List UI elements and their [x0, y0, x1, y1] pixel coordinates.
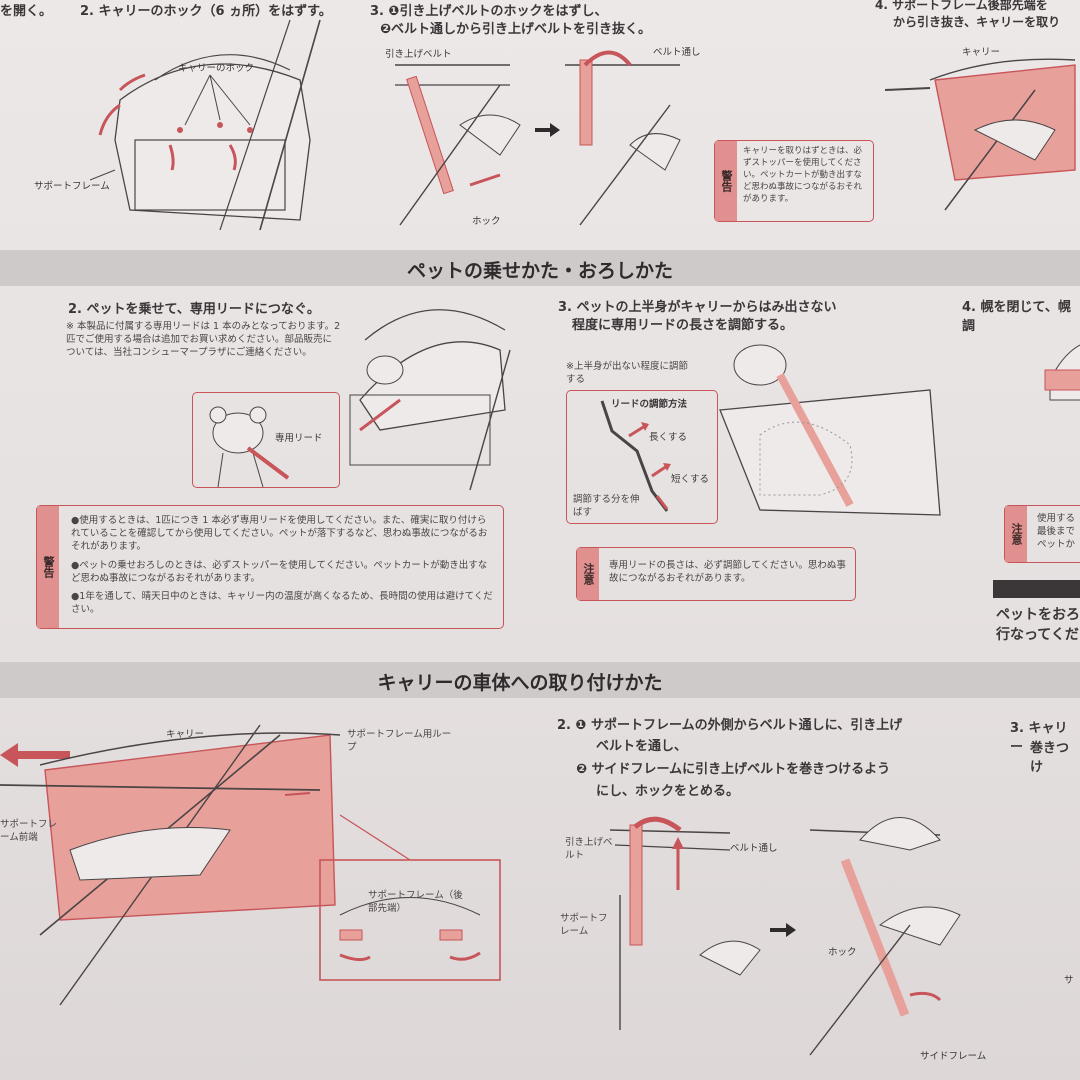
warning-text: キャリーを取りはずときは、必ずストッパーを使用してください。ペットカートが動き出… — [743, 146, 863, 204]
dog-lead-illustration — [209, 406, 290, 488]
attach-step2-line1: 2. ❶ サポートフレームの外側からベルト通しに、引き上げ — [557, 718, 903, 733]
attach-step2-line2: ベルトを通し、 — [596, 739, 688, 754]
caution-box-right: 注意 使用する 最後まで ペットか — [1004, 505, 1080, 563]
pet-step3-line2: 程度に専用リードの長さを調節する。 — [572, 318, 794, 333]
label-support-frame-2: サポートフレーム — [560, 913, 608, 937]
label-hook-2: ホック — [828, 947, 857, 958]
fragment-sa: サ — [1064, 975, 1074, 986]
carrier-attach-illustration — [0, 724, 501, 1006]
step3-line1: 3. ❶引き上げベルトのホックをはずし、 — [370, 4, 608, 19]
dark-bar — [993, 580, 1080, 598]
adjust-stretch: 調節する分を伸ばす — [573, 494, 640, 518]
label-lift-belt-2: 引き上げベルト — [565, 837, 613, 861]
warning-box-top: 警告 キャリーを取りはずときは、必ずストッパーを使用してください。ペットカートが… — [714, 140, 874, 222]
step4-line1: 4. サポートフレーム後部先端を — [875, 0, 1048, 12]
right-text-line1: ペットをおろ — [996, 607, 1080, 623]
adjust-longer: 長くする — [649, 432, 688, 443]
warning-2: ●ペットの乗せおろしのときは、必ずストッパーを使用してください。ペットカートが動… — [71, 560, 488, 584]
label-lift-belt: 引き上げベルト — [385, 49, 452, 60]
attach-step3-line1: 3. キャリー — [1010, 721, 1068, 755]
warning-tag: 警告 — [715, 141, 737, 221]
adjust-shorter: 短くする — [671, 474, 710, 485]
attach-step3-line2: 巻きつけ — [1030, 741, 1070, 775]
warning-3: ●1年を通して、晴天日中のときは、キャリー内の温度が高くなるため、長時間の使用は… — [71, 591, 493, 615]
label-belt-loop: ベルト通し — [653, 47, 701, 58]
step4-line2: から引き抜き、キャリーを取り — [893, 15, 1061, 29]
pet-step3-line1: 3. ペットの上半身がキャリーからはみ出さない — [558, 300, 837, 315]
attach-step2-line4: にし、ホックをとめる。 — [596, 784, 740, 799]
label-side-frame: サイドフレーム — [920, 1051, 987, 1062]
right-text-line2: 行なってくだ — [996, 627, 1079, 643]
fragment-open: を開く。 — [0, 4, 53, 19]
pet-step3-note: ※上半身が出ない程度に調節する — [566, 361, 688, 385]
section-title-pet: ペットの乗せかた・おろしかた — [406, 260, 673, 282]
lead-inset-box — [192, 392, 340, 488]
hood-illustration — [1044, 344, 1080, 401]
label-hook: ホック — [472, 216, 501, 227]
caution-tag-right: 注意 — [1005, 506, 1027, 562]
step2-remove-hooks: 2. キャリーのホック（6 ヵ所）をはずす。 — [80, 4, 332, 19]
attach-step2-line3: ❷ サイドフレームに引き上げベルトを巻きつけるよう — [576, 762, 891, 777]
pet-step4: 4. 幌を閉じて、幌調 — [962, 300, 1071, 334]
warning-box-pet: 警告 ●使用するときは、1匹につき 1 本必ず専用リードを使用してください。また… — [36, 505, 504, 629]
carrier-hooks-illustration — [89, 19, 321, 231]
label-carrier-top: キャリー — [962, 47, 1001, 58]
lead-adjust-illustration — [600, 400, 671, 512]
label-carrier-hooks: キャリーのホック — [178, 63, 255, 74]
label-carrier: キャリー — [166, 729, 205, 740]
pet-note: ※ 本製品に付属する専用リードは 1 本のみとなっております。2匹でご使用する場… — [66, 321, 341, 358]
label-lead: 専用リード — [275, 433, 323, 444]
pet-step2: 2. ペットを乗せて、専用リードにつなぐ。 — [68, 302, 320, 317]
caution-tag: 注意 — [577, 548, 599, 600]
label-frame-rear: サポートフレーム（後部先端） — [368, 890, 463, 914]
adjust-box: リードの調節方法 長くする 短くする 調節する分を伸ばす — [566, 390, 718, 524]
section-band-attach: キャリーの車体への取り付けかた — [0, 662, 1080, 698]
label-frame-front: サポートフレーム前端 — [0, 819, 58, 843]
step3-line2: ❷ベルト通しから引き上げベルトを引き抜く。 — [380, 22, 652, 37]
adjust-title: リードの調節方法 — [611, 399, 688, 410]
belt-attach-illustration — [609, 816, 961, 1056]
label-frame-loop: サポートフレーム用ループ — [347, 729, 452, 753]
carrier-removal-illustration — [884, 58, 1076, 211]
section-title-attach: キャリーの車体への取り付けかた — [377, 672, 663, 694]
pet-in-carrier-illustration — [349, 309, 511, 491]
pet-lead-carrier-illustration — [719, 344, 941, 516]
caution-box-pet: 注意 専用リードの長さは、必ず調節してください。思わぬ事故につながるおそれがあり… — [576, 547, 856, 601]
belt-removal-illustration — [395, 50, 681, 226]
warning-1: ●使用するときは、1匹につき 1 本必ず専用リードを使用してください。また、確実… — [71, 515, 488, 552]
section-band-pet: ペットの乗せかた・おろしかた — [0, 250, 1080, 286]
warning-tag-pet: 警告 — [37, 506, 59, 628]
caution-text: 専用リードの長さは、必ず調節してください。思わぬ事故につながるおそれがあります。 — [609, 560, 846, 584]
label-support-frame: サポートフレーム — [34, 181, 110, 192]
label-belt-loop-2: ベルト通し — [730, 843, 778, 854]
caution-text-right: 使用する 最後まで ペットか — [1037, 513, 1076, 550]
